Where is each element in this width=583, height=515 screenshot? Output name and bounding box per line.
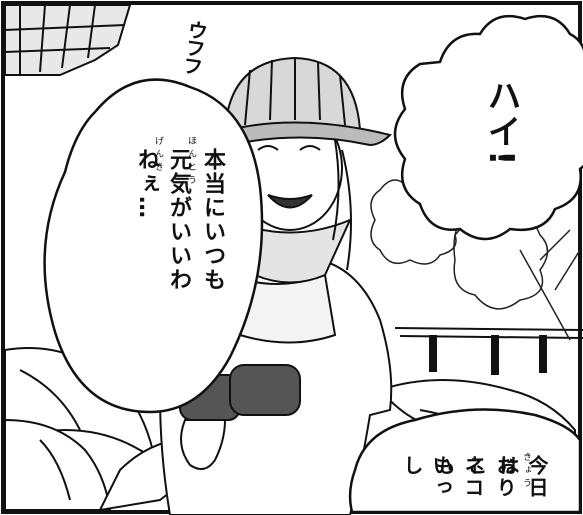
speech-bubble-bottom — [348, 408, 582, 514]
bubble-right-hai: ハイ! — [481, 78, 521, 168]
bubble-bottom-line-4: いっし — [400, 455, 453, 499]
speech-bubble-right — [393, 14, 583, 241]
bubble-left-line-1: 本当にいつも — [200, 148, 225, 292]
roof-eave — [4, 4, 132, 76]
bubble-bottom-line-3: ネコも — [432, 455, 485, 499]
bubble-left-line-3: ねぇ… — [134, 148, 159, 220]
fence — [394, 327, 583, 375]
bubble-bottom-line-1: 今日は — [496, 455, 549, 499]
bubble-left-line-2: 元気がいいわ — [166, 148, 191, 292]
speech-bubble-left — [43, 78, 264, 414]
ruby-kyou: きょう — [521, 452, 531, 491]
ruby-genki: げんき — [153, 136, 163, 175]
bubble-bottom-line-2: おりこ — [464, 455, 517, 499]
woman-figure — [158, 56, 393, 515]
ruby-hontou: ほんとう — [186, 136, 196, 188]
